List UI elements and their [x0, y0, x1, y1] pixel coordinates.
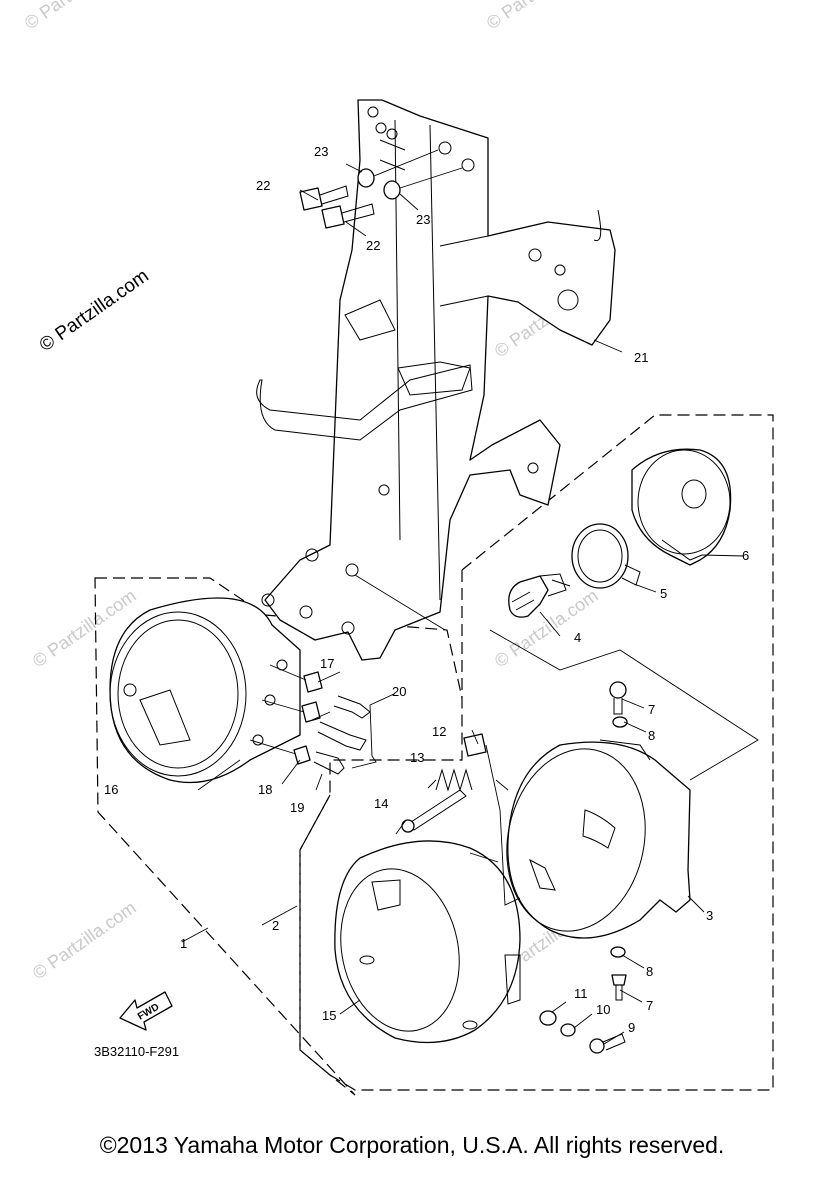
mount-washers-23	[357, 149, 463, 200]
callout-numbers: 1 2 3 4 5 6 7 7 8 8 9 10 11 12 13 14 15 …	[104, 144, 749, 1035]
callout-11: 11	[574, 986, 588, 1001]
watermark-top-right: © Partzilla.com	[483, 0, 594, 33]
callout-7-lower: 7	[646, 998, 653, 1013]
callout-5: 5	[660, 586, 667, 601]
headlight-stay-frame	[256, 99, 616, 661]
callout-21: 21	[634, 350, 648, 365]
adjust-spring-assembly	[401, 733, 487, 833]
forward-direction-arrow: FWD	[119, 991, 173, 1031]
assembly-outline-1	[94, 577, 463, 1096]
callout-4: 4	[574, 630, 581, 645]
leader-lines	[181, 163, 759, 1045]
adjust-screws-7-8	[609, 681, 628, 1001]
callout-18: 18	[258, 782, 272, 797]
callout-16: 16	[104, 782, 118, 797]
callout-6: 6	[742, 548, 749, 563]
callout-13: 13	[410, 750, 424, 765]
headlight-body-15	[334, 840, 521, 1044]
copyright-footer: ©2013 Yamaha Motor Corporation, U.S.A. A…	[99, 1132, 725, 1158]
callout-15: 15	[322, 1008, 336, 1023]
body-fasteners-9-11	[539, 1010, 626, 1054]
assembly-outline-2	[299, 414, 774, 1091]
callout-14: 14	[374, 796, 388, 811]
rim-6	[631, 448, 732, 566]
callout-17: 17	[320, 656, 334, 671]
watermark-mid-right: © Partzilla.com	[491, 585, 602, 671]
watermark-top-left: © Partzilla.com	[21, 0, 132, 33]
headlight-unit-3	[506, 739, 691, 939]
drawing-code: 3B32110-F291	[94, 1044, 179, 1059]
callout-8-lower: 8	[646, 964, 653, 979]
headlight-case-16	[109, 597, 301, 784]
callout-20: 20	[392, 684, 406, 699]
callout-12: 12	[432, 724, 446, 739]
callout-2: 2	[272, 918, 279, 933]
callout-7-upper: 7	[648, 702, 655, 717]
callout-22-lower: 22	[366, 238, 380, 253]
partzilla-brand-mark: © Partzilla.com	[36, 265, 153, 356]
callout-3: 3	[706, 908, 713, 923]
callout-23-lower: 23	[416, 212, 430, 227]
watermark-low-left: © Partzilla.com	[29, 897, 140, 983]
callout-8-upper: 8	[648, 728, 655, 743]
case-fasteners	[249, 664, 371, 775]
bulb-4	[508, 573, 571, 618]
callout-22-upper: 22	[256, 178, 270, 193]
bulb-holder-5	[571, 523, 641, 589]
callout-9: 9	[628, 1020, 635, 1035]
callout-23-upper: 23	[314, 144, 328, 159]
callout-10: 10	[596, 1002, 610, 1017]
callout-1: 1	[180, 936, 187, 951]
callout-19: 19	[290, 800, 304, 815]
